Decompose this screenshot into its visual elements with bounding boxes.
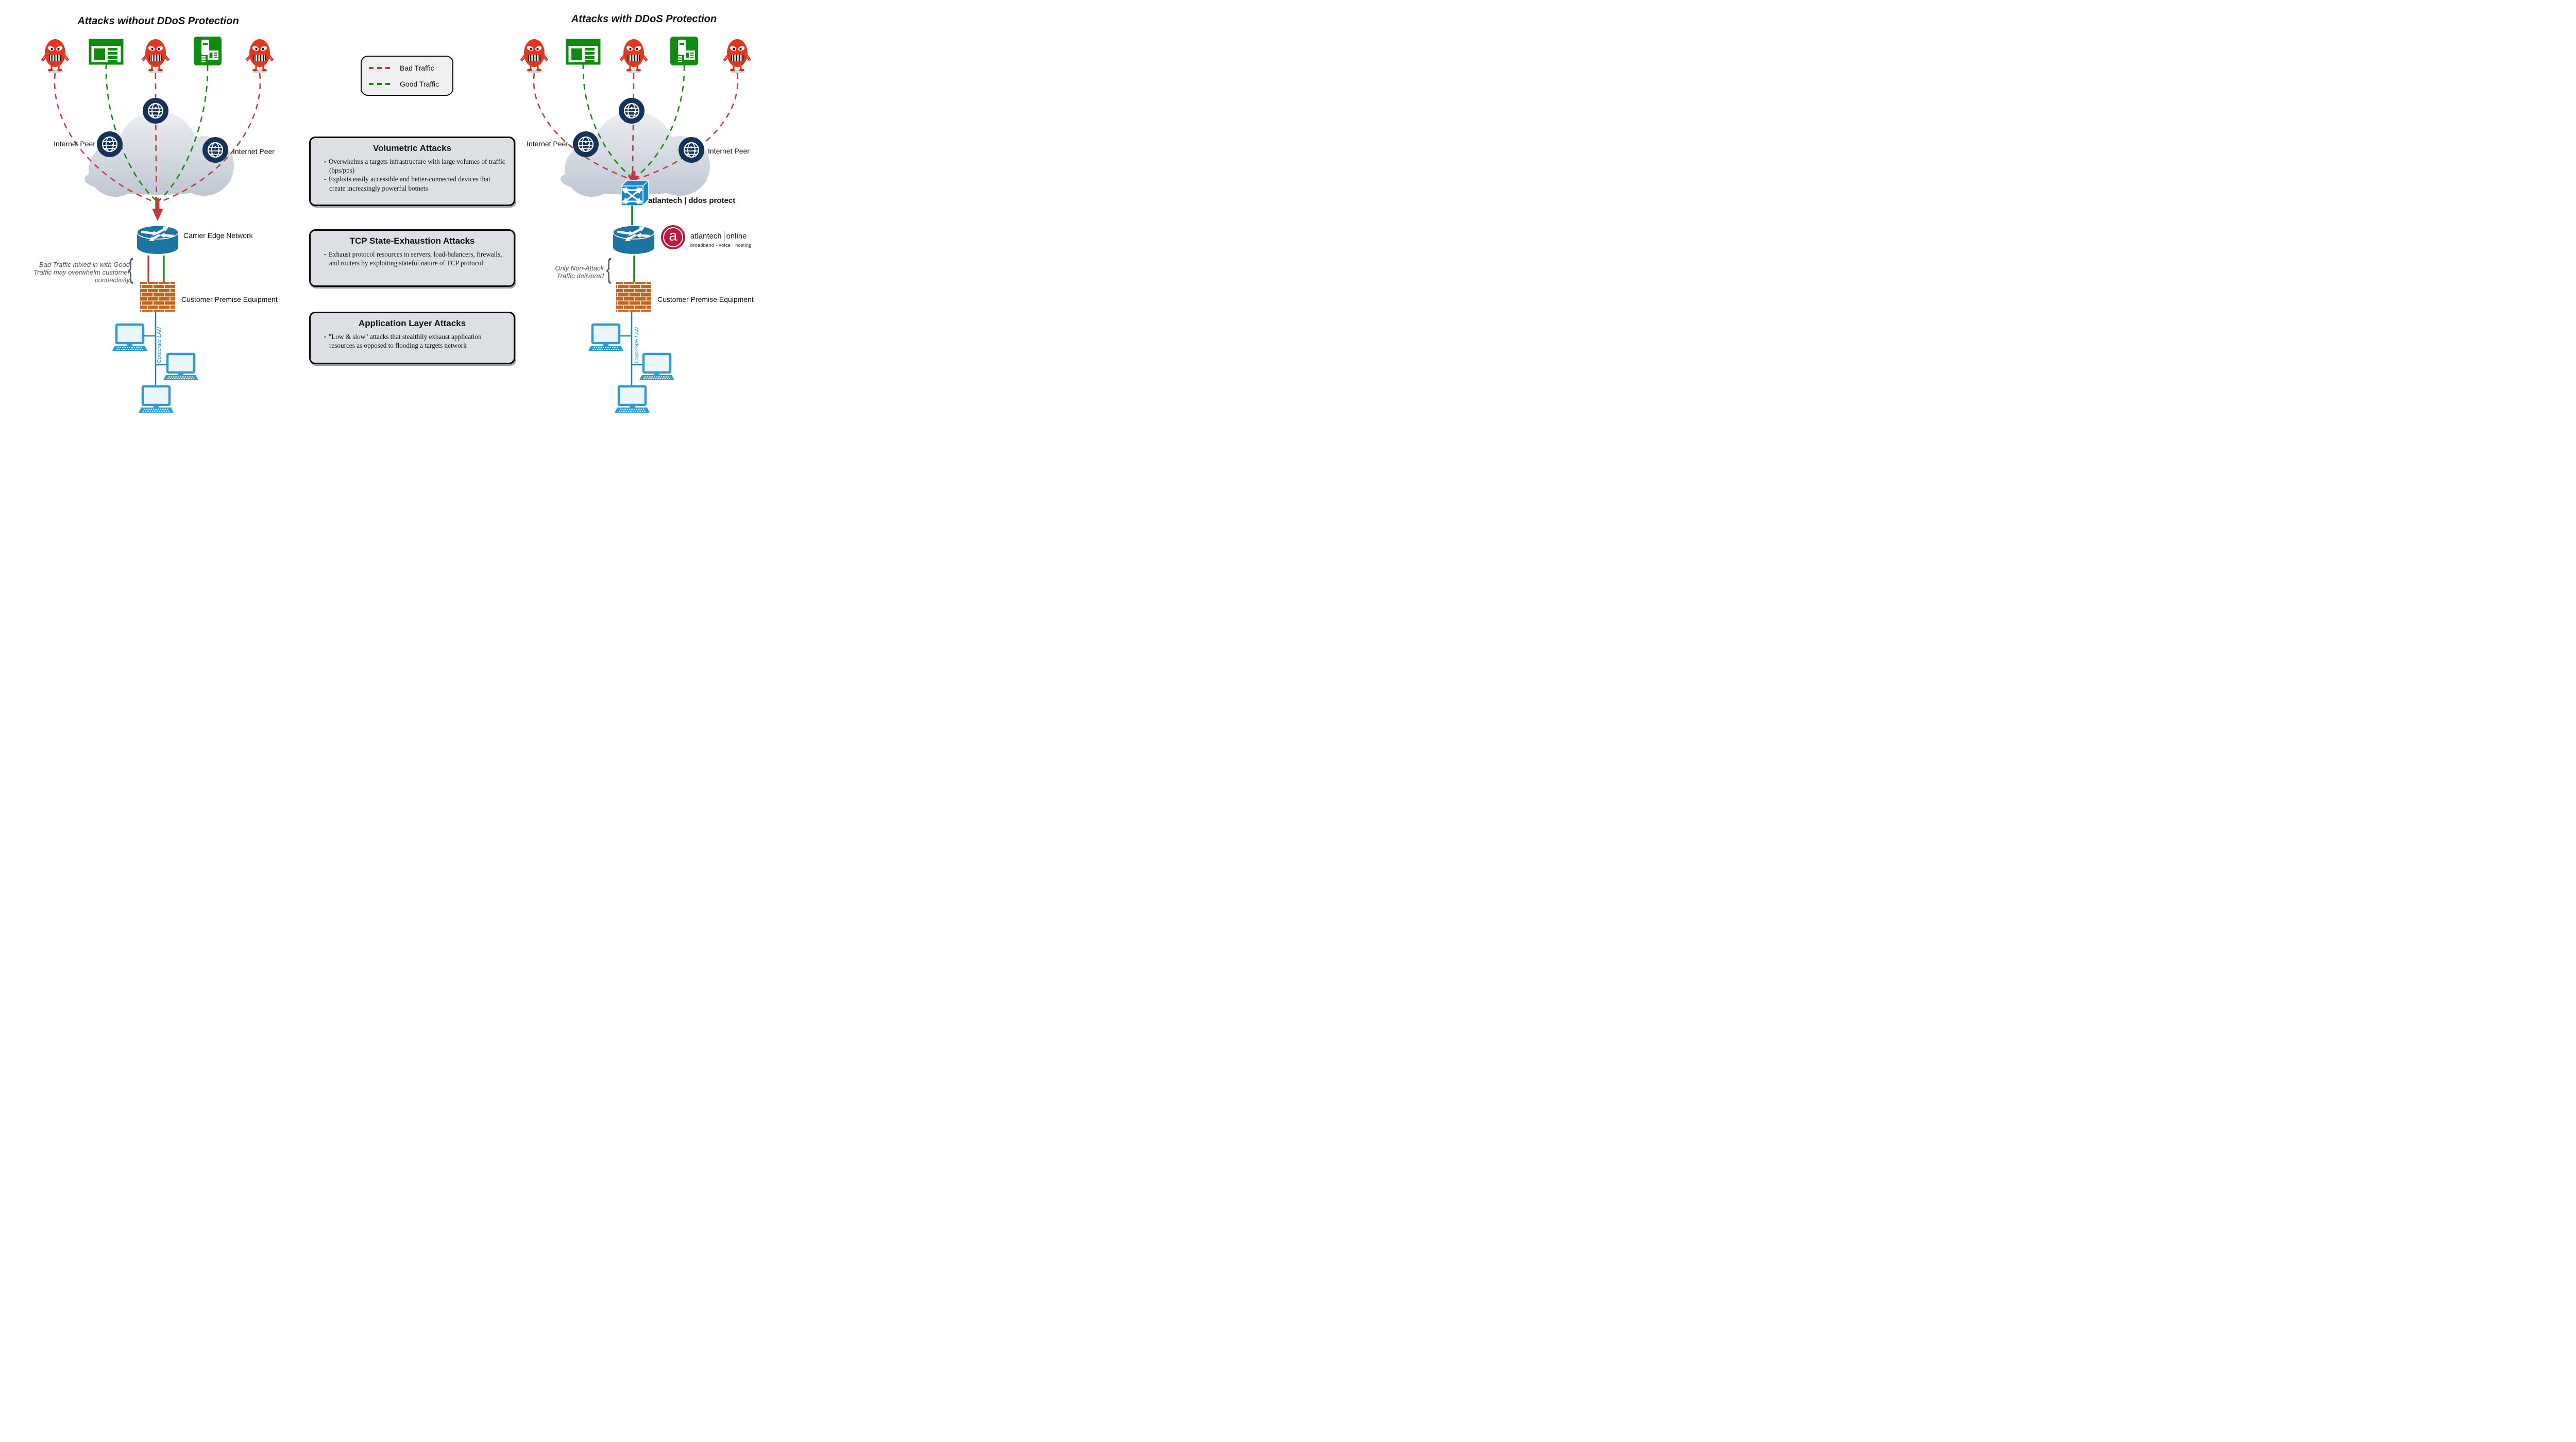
corporate-lan-label: Corporate LAN (156, 327, 162, 364)
brand-tagline: broadband · voice · hosting (690, 243, 752, 248)
ddos-protect-label: atlantech | ddos protect (648, 196, 736, 205)
bad-traffic-path (160, 73, 261, 202)
application-layer-attacks-box: Application Layer Attacks "Low & slow" a… (309, 312, 515, 364)
legend-good-row: Good Traffic (369, 80, 445, 88)
carrier-edge-network-label: Carrier Edge Network (183, 231, 253, 240)
firewall-icon (140, 282, 175, 312)
firewall-icon (616, 282, 651, 312)
good-traffic-path (582, 63, 633, 179)
attacker-icon (141, 38, 170, 74)
attacker-icon (245, 38, 274, 74)
workstation-icon (615, 386, 650, 413)
internet-peer-label: Internet Peer (233, 147, 275, 156)
workstation-icon (588, 325, 623, 351)
corporate-lan-lines-left (143, 312, 167, 387)
legend-bad-row: Bad Traffic (369, 64, 445, 72)
workstation-icon (112, 325, 147, 351)
good-server-icon (670, 37, 698, 65)
router-icon (613, 226, 654, 254)
bad-traffic-label: Bad Traffic (400, 63, 434, 72)
right-panel-title: Attacks with DDoS Protection (571, 13, 717, 25)
attacker-icon (723, 38, 752, 74)
atlantech-brand: atlantech online (690, 231, 747, 241)
attacker-icon (619, 38, 648, 74)
internet-globe-icon (677, 136, 705, 164)
internet-globe-icon (142, 97, 170, 125)
cpe-label: Customer Premise Equipment (181, 295, 278, 303)
bad-traffic-path (533, 73, 630, 180)
application-layer-title: Application Layer Attacks (358, 318, 466, 328)
corporate-lan-label: Corporate LAN (634, 327, 640, 364)
internet-peer-label: Internet Peer (54, 140, 95, 148)
workstation-icon (139, 386, 174, 413)
attacker-icon (41, 38, 70, 74)
bad-traffic-note: Bad Traffic mixed in with Good Traffic m… (33, 261, 130, 284)
left-brace: { (128, 253, 133, 284)
brand-name: atlantech (690, 232, 722, 241)
corporate-lan-lines-right (619, 312, 643, 387)
atlantech-logo-icon: a (661, 225, 685, 249)
atlantech-logo-letter: a (669, 228, 677, 244)
good-server-icon (194, 37, 222, 65)
good-traffic-path (635, 65, 685, 179)
converged-traffic-arrow-left (152, 197, 163, 221)
attacker-icon (520, 38, 549, 74)
traffic-legend: Bad Traffic Good Traffic (361, 56, 453, 96)
volumetric-attacks-box: Volumetric Attacks Overwhelms a targets … (309, 137, 515, 206)
network-diagram-graphics (41, 37, 752, 414)
router-icon (137, 226, 178, 254)
good-traffic-label: Good Traffic (400, 79, 439, 88)
bad-traffic-path (155, 73, 158, 201)
good-traffic-path (105, 63, 157, 201)
internet-globe-icon (201, 136, 229, 164)
atlantech-logo-ring: a (663, 227, 683, 247)
volumetric-bullet: Overwhelms a targets infrastructure with… (323, 157, 505, 175)
bad-traffic-dash-icon (369, 66, 394, 69)
internet-globe-icon (572, 130, 600, 158)
workstation-icon (163, 354, 198, 380)
ddos-protect-switch-icon (620, 179, 650, 207)
cpe-label: Customer Premise Equipment (657, 295, 754, 303)
application-bullet: "Low & slow" attacks that stealthily exh… (323, 332, 505, 350)
ddos-diagram-root: Attacks without DDoS Protection Attacks … (0, 0, 793, 414)
good-traffic-dash-icon (369, 82, 394, 85)
clean-traffic-note: Only Non-Attack Traffic delivered (555, 264, 604, 280)
right-brace: { (606, 253, 612, 284)
bad-traffic-path (637, 73, 739, 180)
tcp-state-exhaustion-box: TCP State-Exhaustion Attacks Exhaust pro… (309, 229, 515, 287)
internet-globe-icon (96, 130, 124, 158)
volumetric-bullet: Exploits easily accessible and better-co… (323, 175, 505, 192)
good-client-icon (90, 40, 122, 63)
good-client-icon (567, 40, 599, 63)
left-panel-title: Attacks without DDoS Protection (77, 15, 239, 27)
volumetric-attacks-title: Volumetric Attacks (372, 143, 452, 153)
internet-peer-label: Internet Peer (527, 140, 568, 148)
bad-traffic-path (54, 73, 154, 202)
brand-suffix: online (726, 232, 747, 241)
workstation-icon (639, 354, 674, 380)
internet-peer-label: Internet Peer (708, 147, 750, 155)
bad-traffic-path (632, 73, 635, 178)
tcp-state-exhaustion-title: TCP State-Exhaustion Attacks (349, 236, 475, 246)
tcp-bullet: Exhaust protocol resources in servers, l… (323, 250, 505, 267)
cloud-left-icon (84, 111, 234, 197)
internet-globe-icon (618, 97, 646, 125)
